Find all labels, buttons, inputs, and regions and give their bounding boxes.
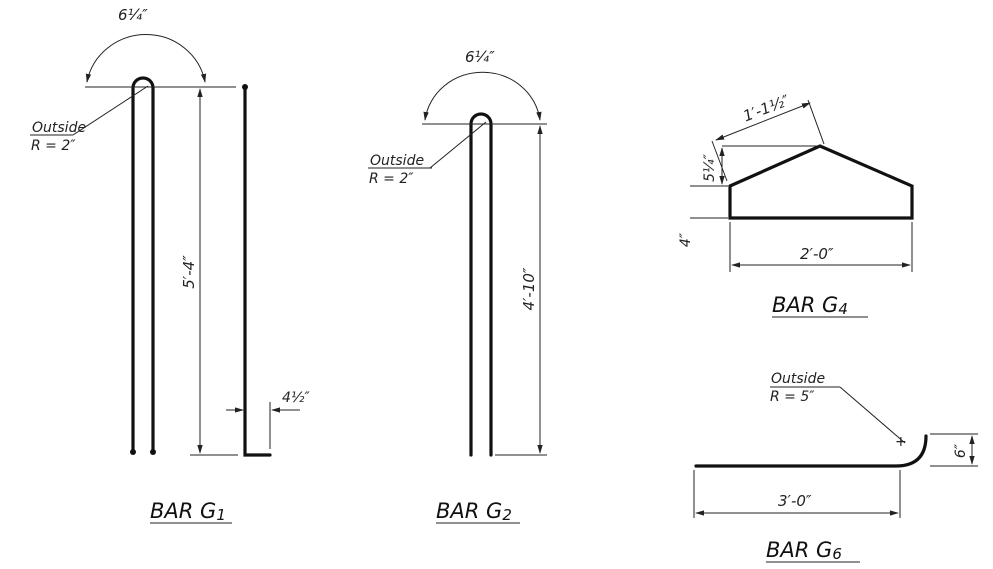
bar-g2-hairpin <box>469 112 493 457</box>
bar-g6-shape <box>694 434 928 468</box>
bar-g6-bend-label: Outside <box>771 371 825 387</box>
bar-g6-bend-radius: R = 5″ <box>770 389 815 405</box>
bar-g4-rise-label: 5¼″ <box>702 153 718 181</box>
bar-g6-radius-center-mark: + <box>895 434 907 450</box>
bar-g4-group: 1′-1½″ 5¼″ 4″ 2′-0″ BAR G4 <box>678 91 914 318</box>
bar-g2-hook-angle-label: 6¼″ <box>465 48 495 66</box>
bar-g4-base-height-label: 4″ <box>678 232 694 247</box>
bar-g1-length-label: 5′-4″ <box>180 255 198 289</box>
bar-g1-end-dot-left <box>130 449 136 455</box>
bar-g4-slope-extension-right <box>807 99 825 145</box>
bar-g6-title: BAR G6 <box>766 538 842 563</box>
bar-g2-group: 6¼″ Outside R = 2″ 4′-10″ BAR G2 <box>368 48 547 524</box>
bar-g2-title: BAR G2 <box>436 499 512 524</box>
bar-g2-length-label: 4′-10″ <box>520 267 538 310</box>
bar-g4-slope-dimension-line <box>715 102 811 141</box>
bar-g4-width-label: 2′-0″ <box>800 245 834 263</box>
bar-g1-end-dot-right <box>150 449 156 455</box>
bar-g2-bend-label: Outside <box>370 153 424 169</box>
bar-g1-title: BAR G1 <box>150 499 226 524</box>
bar-g1-hook-angle-label: 6¼″ <box>118 6 148 24</box>
bar-g1-bend-label: Outside <box>32 120 86 136</box>
bar-g1-hook-angle-arc <box>85 34 207 83</box>
bar-g6-group: + Outside R = 5″ 6″ 3′-0″ BAR G6 <box>693 371 978 563</box>
bar-g6-radius-leader <box>839 386 906 444</box>
bar-g1-hairpin <box>131 76 155 454</box>
bar-g1-radius-leader <box>72 85 149 136</box>
bar-g1-leg-label: 4½″ <box>282 390 310 406</box>
bar-g1-top-dot <box>242 84 248 90</box>
bar-g1-straight-bar <box>243 85 272 457</box>
bar-g6-length-label: 3′-0″ <box>778 492 812 510</box>
bar-g2-bend-radius: R = 2″ <box>369 171 414 187</box>
bar-g2-radius-leader <box>429 121 487 169</box>
bar-g2-hook-angle-arc <box>423 71 542 121</box>
bar-g6-height-label: 6″ <box>953 443 969 458</box>
bar-g4-title: BAR G4 <box>772 293 848 318</box>
bar-g4-shape <box>728 144 914 220</box>
bar-g1-group: 6¼″ Outside R = 2″ 5′-4″ 4½″ BAR G1 <box>30 6 310 524</box>
bar-g1-bend-radius: R = 2″ <box>31 138 76 154</box>
